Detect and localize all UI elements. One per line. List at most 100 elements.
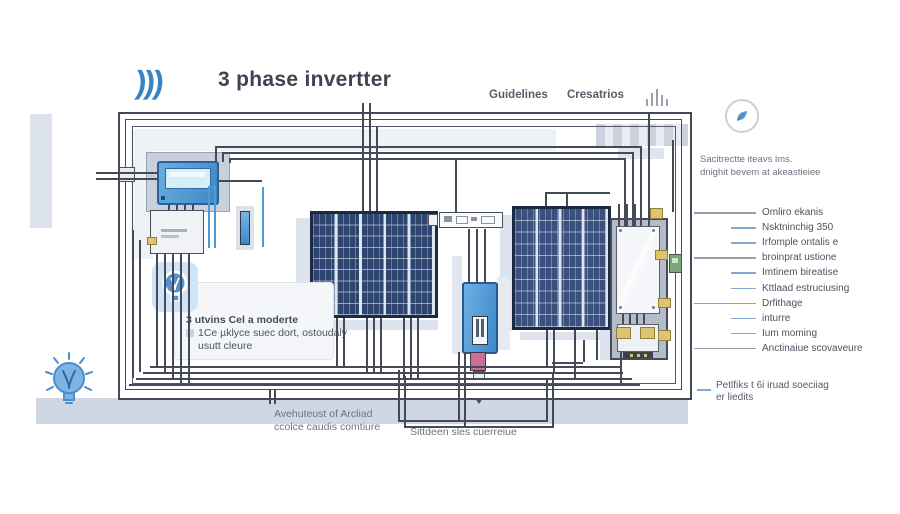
cable-marker: [147, 237, 157, 245]
wire: [622, 314, 624, 324]
shadow-band: [318, 320, 438, 330]
bottom-note-2: Sittdeen sles cuerreiue: [410, 426, 517, 438]
nav-item-cresatrios[interactable]: Cresatrios: [567, 89, 624, 101]
leader-line: [731, 272, 756, 274]
wire: [455, 158, 457, 213]
wire: [629, 314, 631, 324]
wire: [636, 314, 638, 324]
solar-panel-right: [512, 206, 611, 330]
wire: [215, 146, 640, 148]
wire: [380, 318, 382, 372]
leader-line: [694, 257, 756, 259]
junction-box: [150, 210, 204, 254]
wire: [214, 186, 216, 248]
component-label: Imtinem bireatise: [762, 267, 839, 279]
shadow-band: [497, 277, 510, 350]
wire: [164, 254, 166, 372]
component-label: Kttlaad estruciusing: [762, 282, 850, 294]
info-line: 1Ce µklyce suec dort, ostoudaly: [186, 327, 347, 340]
right-footnote-line: Petlfiks t 6i iruad soeciiag: [716, 380, 829, 391]
cabinet-base-strip: [623, 352, 653, 358]
wire: [143, 372, 623, 374]
wire: [373, 318, 375, 372]
controller-led: [161, 196, 165, 200]
info-line: usutt cleure: [198, 340, 253, 352]
equalizer-bars-icon: [646, 88, 668, 106]
nav-item-guidelines[interactable]: Guidelines: [489, 89, 548, 101]
wire: [336, 318, 338, 366]
component-label-row: broinprat ustione: [693, 252, 900, 267]
right-footnote: Petlfiks t 6i iruad soeciiag er liedits: [716, 380, 829, 404]
terminal-lug: [650, 208, 663, 219]
side-note-line: Sacitrectte iteavs lms.: [700, 154, 793, 165]
leader-line: [694, 212, 756, 214]
component-label-row: inturre: [693, 313, 900, 328]
shadow-band: [131, 129, 556, 151]
wire: [398, 370, 400, 420]
shadow-band: [36, 398, 688, 424]
wire: [269, 390, 271, 404]
leader-line: [731, 332, 756, 335]
component-label: inturre: [762, 312, 791, 324]
wire: [229, 158, 624, 160]
wire: [398, 420, 548, 422]
page-title: 3 phase invertter: [218, 68, 392, 91]
leader-line: [731, 317, 756, 320]
component-label: Anctinaiue scovaveure: [762, 342, 863, 354]
wire: [219, 180, 262, 182]
wire: [222, 152, 632, 154]
wire: [596, 330, 598, 360]
wire: [648, 114, 650, 226]
terminal-lug: [616, 327, 631, 339]
component-label-row: Imtinem bireatise: [693, 267, 900, 282]
wire: [624, 158, 626, 226]
leader-line: [731, 242, 756, 244]
wire: [184, 205, 186, 211]
bottom-note-1: Avehuteust of Arcliad ccolce caudis comt…: [274, 408, 381, 433]
info-line: 3 utvins Cel a moderte: [186, 314, 299, 326]
terminal-lug: [658, 298, 671, 308]
wire: [672, 140, 674, 212]
terminal-lug: [640, 327, 655, 339]
wire: [404, 376, 406, 426]
wire: [172, 254, 174, 378]
wire: [208, 186, 216, 188]
shadow-band: [452, 256, 462, 354]
wire: [566, 193, 568, 206]
wire: [458, 352, 460, 422]
cabinet-panel: [616, 226, 660, 314]
wire: [484, 229, 486, 282]
surge-protector: [669, 254, 682, 273]
shadow-band: [30, 114, 52, 228]
wire: [634, 204, 636, 226]
component-label: Nsktninchig 350: [762, 222, 834, 234]
wire: [643, 314, 645, 324]
wire: [176, 205, 178, 211]
wire: [618, 204, 620, 226]
wire: [136, 378, 632, 380]
wire: [139, 240, 141, 372]
wire: [583, 340, 585, 362]
side-note-line: dnighit bevem at akeastieiee: [700, 166, 821, 178]
info-text: 3 utvins Cel a moderte 1Ce µklyce suec d…: [186, 314, 347, 353]
info-box: [174, 282, 334, 360]
leader-line: [731, 227, 756, 229]
wire: [376, 126, 378, 211]
wire: [545, 193, 547, 206]
screw-dot: [652, 229, 655, 232]
component-label: broinprat ustione: [762, 252, 837, 264]
wire: [362, 103, 364, 211]
component-label: Ium moming: [762, 327, 818, 339]
shadow-band: [596, 124, 688, 146]
fuse-holder: [240, 211, 250, 245]
wire: [156, 254, 158, 366]
wire: [403, 318, 405, 378]
shadow-band: [520, 332, 612, 340]
wire: [545, 192, 610, 194]
wire: [546, 372, 584, 374]
wire: [222, 152, 224, 162]
component-label: Drfithage: [762, 297, 803, 309]
wire: [417, 318, 419, 378]
signal-waves-icon: ))): [134, 64, 164, 100]
wire: [546, 330, 548, 366]
